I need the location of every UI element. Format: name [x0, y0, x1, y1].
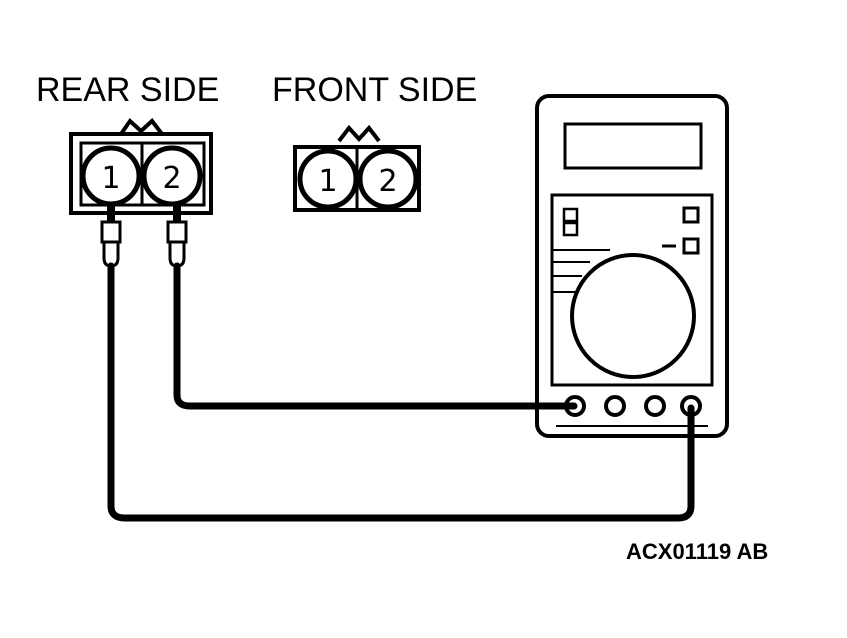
probe-2-handle-icon: [168, 240, 186, 268]
multimeter: [535, 94, 729, 438]
probe-pins: [100, 204, 188, 268]
hold-button-icon: [682, 237, 700, 255]
front-pin-1-number: 1: [318, 164, 337, 199]
rear-connector-latch-icon: [119, 117, 164, 136]
rear-pin-2: 2: [141, 145, 203, 207]
multimeter-control-panel: [550, 193, 714, 387]
front-pin-2: 2: [357, 148, 419, 210]
rear-connector-housing: [69, 132, 213, 215]
probe-1-tip-icon: [100, 220, 122, 244]
input-jacks: [564, 395, 702, 417]
test-lead-pin-2: [173, 262, 578, 410]
rotary-dial-icon: [570, 253, 696, 379]
input-jack-2-icon: [604, 395, 626, 417]
probe-2-tip-icon: [166, 220, 188, 244]
rear-pin-1-number: 1: [101, 161, 120, 196]
front-pin-1: 1: [297, 148, 359, 210]
range-switch-icon: [562, 207, 579, 223]
front-connector-latch-icon: [337, 124, 381, 143]
front-pin-2-number: 2: [378, 164, 397, 199]
probe-1-handle-icon: [102, 240, 120, 268]
test-lead-pin-1: [107, 262, 695, 522]
rear-pin-2-number: 2: [162, 161, 181, 196]
input-jack-3-icon: [644, 395, 666, 417]
front-connector: 1 2: [293, 124, 421, 212]
rear-side-label: REAR SIDE: [36, 71, 219, 109]
function-button-icon: [682, 206, 700, 224]
multimeter-body: [535, 94, 729, 438]
input-jack-1-icon: [564, 395, 586, 417]
rear-connector: 1 2: [69, 117, 213, 215]
rear-pin-1: 1: [80, 145, 142, 207]
input-jack-4-icon: [680, 395, 702, 417]
front-side-label: FRONT SIDE: [272, 71, 477, 109]
figure-code: ACX01119 AB: [626, 539, 768, 564]
multimeter-display: [563, 122, 703, 170]
